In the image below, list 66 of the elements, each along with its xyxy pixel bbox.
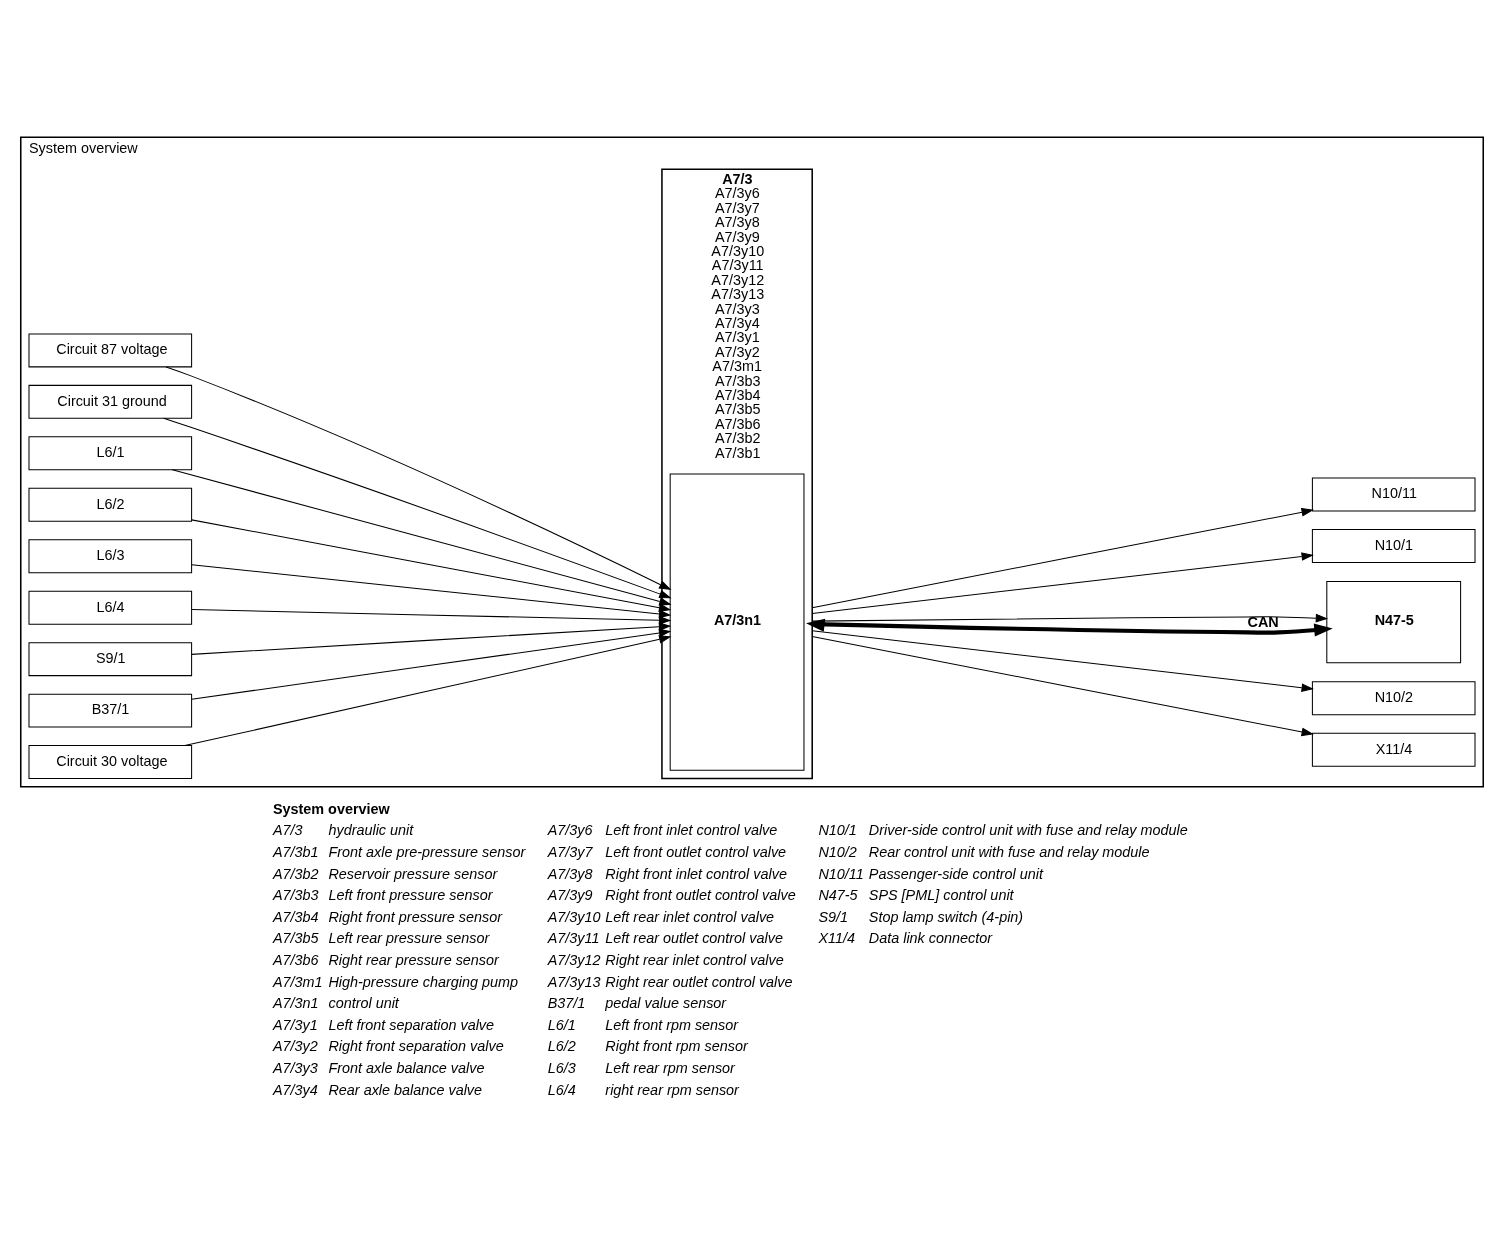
- label: A7/3y1: [272, 1016, 318, 1033]
- label: Right front inlet control valve: [605, 865, 787, 882]
- label: Reservoir pressure sensor: [328, 865, 498, 882]
- label: Right front pressure sensor: [328, 908, 503, 925]
- label: control unit: [328, 994, 399, 1011]
- label: Rear axle balance valve: [328, 1081, 483, 1098]
- label: Left front pressure sensor: [328, 886, 493, 903]
- label: L6/4: [547, 1081, 576, 1098]
- label: Left front separation valve: [328, 1016, 495, 1033]
- label: A7/3y13: [547, 973, 601, 990]
- label: Front axle balance valve: [328, 1059, 485, 1076]
- label: Right front rpm sensor: [605, 1037, 748, 1054]
- label: L6/3: [547, 1059, 576, 1076]
- label: L6/2: [547, 1037, 576, 1054]
- label: A7/3y4: [272, 1081, 318, 1098]
- label: A7/3y10: [547, 908, 601, 925]
- label: N10/2: [818, 843, 857, 860]
- label: N10/11: [818, 865, 864, 882]
- label: A7/3y9: [547, 886, 593, 903]
- label: Left front rpm sensor: [605, 1016, 739, 1033]
- label: Driver-side control unit with fuse and relay module: [868, 821, 1188, 838]
- label: Stop lamp switch (4-pin): [868, 908, 1024, 925]
- label: A7/3y6: [547, 821, 593, 838]
- label: A7/3y3: [272, 1059, 318, 1076]
- label: Left rear pressure sensor: [328, 929, 490, 946]
- label: A7/3b1: [272, 843, 319, 860]
- label: pedal value sensor: [605, 994, 727, 1011]
- label: A7/3: [272, 821, 303, 838]
- label: A7/3y12: [547, 951, 601, 968]
- label: A7/3y8: [547, 865, 593, 882]
- edge-label: CAN: [1247, 613, 1279, 630]
- label: A7/3n1: [272, 994, 319, 1011]
- label: A7/3b6: [272, 951, 319, 968]
- label: Left rear inlet control valve: [605, 908, 775, 925]
- label: Front axle pre-pressure sensor: [328, 843, 526, 860]
- label: A7/3b3: [272, 886, 319, 903]
- label: A7/3b5: [272, 929, 319, 946]
- label: Right rear outlet control valve: [605, 973, 793, 990]
- label: Passenger-side control unit: [868, 865, 1043, 882]
- label: SPS [PML] control unit: [868, 886, 1014, 903]
- label: High-pressure charging pump: [328, 973, 519, 990]
- label: N10/1: [818, 821, 857, 838]
- label: A7/3b4: [272, 908, 319, 925]
- label: N47-5: [818, 886, 858, 903]
- label: Left rear rpm sensor: [605, 1059, 735, 1076]
- label: Rear control unit with fuse and relay module: [868, 843, 1150, 860]
- label: A7/3m1: [272, 973, 323, 990]
- label: A7/3y7: [547, 843, 593, 860]
- label: Left rear outlet control valve: [605, 929, 783, 946]
- label: Left front outlet control valve: [605, 843, 787, 860]
- label: right rear rpm sensor: [605, 1081, 739, 1098]
- label: X11/4: [818, 929, 855, 946]
- label: S9/1: [818, 908, 848, 925]
- label: A7/3y2: [272, 1037, 318, 1054]
- label: L6/1: [547, 1016, 576, 1033]
- label: System overview: [272, 800, 390, 817]
- label: Right rear inlet control valve: [605, 951, 784, 968]
- label: Left front inlet control valve: [605, 821, 778, 838]
- label: A7/3y11: [547, 929, 600, 946]
- label: A7/3b2: [272, 865, 319, 882]
- label: Right front outlet control valve: [605, 886, 796, 903]
- label: hydraulic unit: [328, 821, 414, 838]
- label: Right front separation valve: [328, 1037, 504, 1054]
- label: Right rear pressure sensor: [328, 951, 499, 968]
- label: B37/1: [547, 994, 586, 1011]
- label: Data link connector: [868, 929, 992, 946]
